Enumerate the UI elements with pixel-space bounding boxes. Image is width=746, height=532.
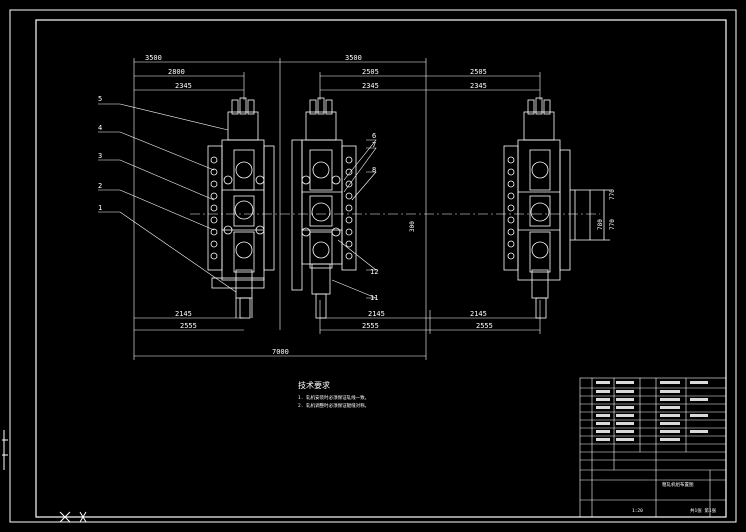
dim-bottom-2555-right: 2555 (476, 322, 493, 330)
dim-bottom-2555-left: 2555 (180, 322, 197, 330)
part-number-8: 8 (372, 166, 376, 174)
notes-line-2: 2. 轧机调整时必须保证辊缝对称。 (298, 402, 369, 409)
dim-top-mid-2505: 2505 (362, 68, 379, 76)
dim-top-right-2505: 2505 (470, 68, 487, 76)
dim-top-left-overall: 3500 (145, 54, 162, 62)
mill-stand-left (207, 97, 275, 319)
dim-center-vert: 300 (409, 221, 416, 232)
part-number-5: 5 (98, 95, 102, 103)
title-block (579, 377, 727, 518)
dimension-lines-bottom (134, 300, 541, 357)
dim-bottom-2145-mid: 2145 (368, 310, 385, 318)
left-edge-markers (2, 430, 90, 523)
part-number-2: 2 (98, 182, 102, 190)
dim-bottom-2145-right: 2145 (470, 310, 487, 318)
part-number-1: 1 (98, 204, 102, 212)
title-block-sheet: 共1张 第1张 (690, 507, 717, 514)
mill-stand-middle (291, 97, 357, 319)
dim-top-mid-2345: 2345 (362, 82, 379, 90)
dim-right-770-a: 770 (609, 189, 616, 200)
outer-frame (9, 9, 737, 523)
part-number-7: 7 (372, 141, 376, 149)
part-number-11: 11 (370, 294, 378, 302)
inner-frame (35, 19, 727, 518)
part-number-6: 6 (372, 132, 376, 140)
dim-top-right-2345: 2345 (470, 82, 487, 90)
dim-top-left-2800: 2800 (168, 68, 185, 76)
dim-top-left-2345: 2345 (175, 82, 192, 90)
dim-bottom-2145-left: 2145 (175, 310, 192, 318)
mill-stand-right (503, 97, 610, 319)
part-number-12: 12 (370, 268, 378, 276)
dim-top-right-overall: 3500 (345, 54, 362, 62)
dim-bottom-2555-mid: 2555 (362, 322, 379, 330)
dim-right-770-b: 770 (609, 219, 616, 230)
notes-line-1: 1. 轧机安装时必须保证轧线一致。 (298, 394, 369, 401)
notes-title: 技术要求 (298, 380, 330, 390)
dim-bottom-overall: 7000 (272, 348, 289, 356)
part-number-3: 3 (98, 152, 102, 160)
leader-lines-middle (331, 139, 377, 299)
leader-lines-left (98, 103, 237, 293)
title-block-drawing-name: 粗轧机组布置图 (662, 481, 694, 488)
dim-right-780: 780 (597, 219, 604, 230)
title-block-scale: 1:20 (632, 508, 643, 514)
dimension-lines-top (133, 58, 541, 360)
title-block-fill (596, 381, 708, 441)
part-number-4: 4 (98, 124, 102, 132)
